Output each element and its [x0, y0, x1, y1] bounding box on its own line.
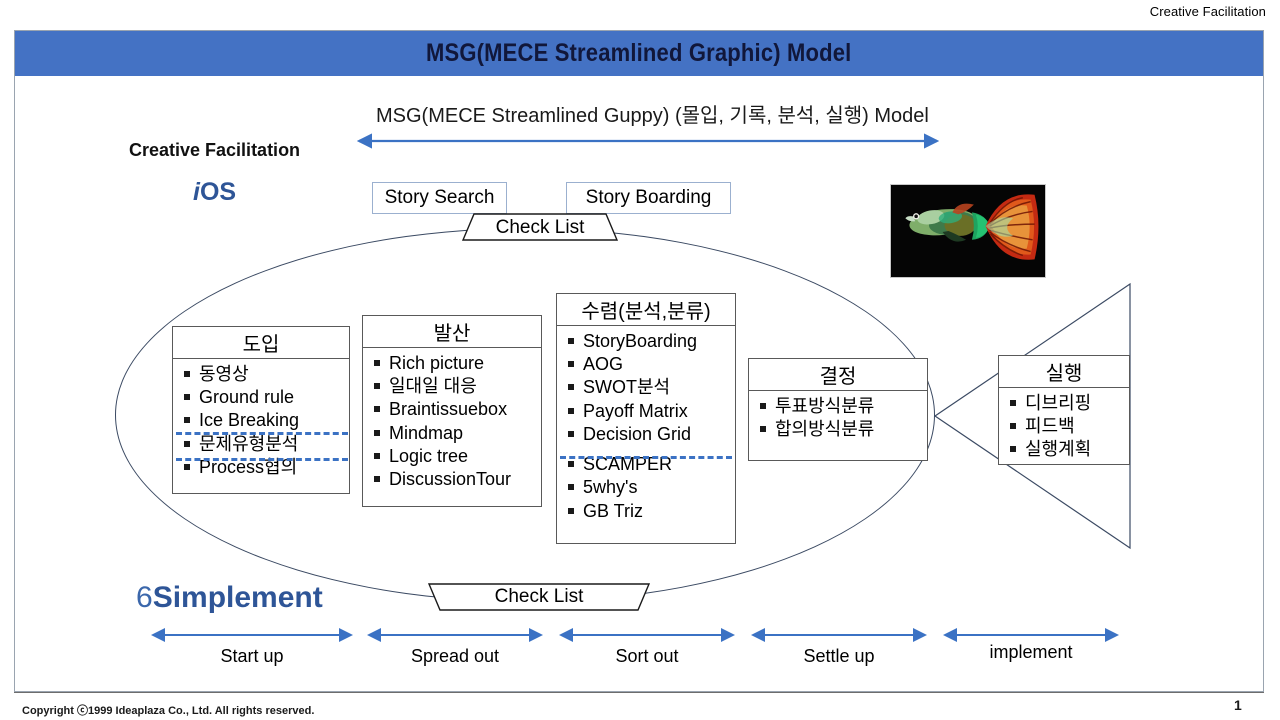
headline-text: MSG(MECE Streamlined Guppy) (몰입, 기록, 분석,…	[376, 105, 929, 127]
list-item: Process협의	[173, 456, 349, 479]
list-item: 5why's	[557, 476, 735, 499]
phase-arrow	[151, 628, 353, 642]
phase-arrow	[751, 628, 927, 642]
card-gyeoljeong-list: 투표방식분류 합의방식분류	[749, 391, 927, 446]
six-rest: Simplement	[152, 581, 323, 614]
card-balsan-title: 발산	[363, 316, 541, 348]
list-item: AOG	[557, 353, 735, 376]
phase-implement: implement	[938, 626, 1124, 670]
card-gyeoljeong[interactable]: 결정 투표방식분류 합의방식분류	[748, 358, 928, 461]
six-simplement-label: 6Simplement	[136, 581, 323, 615]
phase-settle-up: Settle up	[746, 626, 932, 670]
list-item: Payoff Matrix	[557, 400, 735, 423]
list-item: 일대일 대응	[363, 375, 541, 398]
card-silhaeng-title: 실행	[999, 356, 1129, 388]
card-balsan[interactable]: 발산 Rich picture 일대일 대응 Braintissuebox Mi…	[362, 315, 542, 507]
phase-sort-out: Sort out	[554, 626, 740, 670]
emphasis-dash-top	[176, 432, 348, 435]
card-silhaeng-list: 디브리핑 피드백 실행계획	[999, 388, 1129, 467]
list-item: SCAMPER	[557, 453, 735, 476]
list-item: Mindmap	[363, 422, 541, 445]
ios-label: iOS	[193, 178, 236, 207]
span-arrow-top	[356, 133, 940, 149]
list-item: 실행계획	[999, 438, 1129, 461]
emphasis-dash-bottom	[176, 458, 348, 461]
list-item: Logic tree	[363, 445, 541, 468]
story-boarding-box[interactable]: Story Boarding	[566, 182, 731, 214]
guppy-tail-shape	[933, 282, 1131, 550]
list-item: Rich picture	[363, 352, 541, 375]
card-silhaeng[interactable]: 실행 디브리핑 피드백 실행계획	[998, 355, 1130, 465]
guppy-photo	[890, 184, 1046, 278]
check-list-top[interactable]	[462, 213, 618, 241]
phase-label: Settle up	[803, 646, 875, 666]
ios-i-letter: i	[193, 178, 200, 206]
check-list-bottom[interactable]	[428, 583, 650, 611]
card-suryeom-list: StoryBoarding AOG SWOT분석 Payoff Matrix D…	[557, 326, 735, 528]
footer-divider	[14, 692, 1264, 693]
card-dopip[interactable]: 도입 동영상 Ground rule Ice Breaking 문제유형분석 P…	[172, 326, 350, 494]
list-item: 동영상	[173, 363, 349, 386]
phase-label: Sort out	[615, 646, 679, 666]
phase-label: Spread out	[410, 646, 500, 666]
list-item: 피드백	[999, 415, 1129, 438]
card-dopip-title: 도입	[173, 327, 349, 359]
list-item: DiscussionTour	[363, 468, 541, 491]
page-number: 1	[1234, 697, 1242, 713]
page-title: MSG(MECE Streamlined Graphic) Model	[426, 39, 852, 67]
phase-label: implement	[989, 642, 1073, 662]
story-search-box[interactable]: Story Search	[372, 182, 507, 214]
creative-facilitation-label: Creative Facilitation	[129, 140, 301, 160]
card-suryeom-title: 수렴(분석,분류)	[557, 294, 735, 326]
list-item: GB Triz	[557, 500, 735, 523]
list-item: Ice Breaking	[173, 409, 349, 432]
list-item: 디브리핑	[999, 392, 1129, 415]
list-item: Braintissuebox	[363, 398, 541, 421]
list-item: SWOT분석	[557, 376, 735, 399]
emphasis-dash-suryeom	[560, 456, 732, 459]
phase-label: Start up	[220, 646, 284, 666]
list-item: 투표방식분류	[749, 395, 927, 418]
guppy-photo-art	[891, 185, 1045, 277]
phase-arrow	[943, 628, 1119, 642]
list-item: Ground rule	[173, 386, 349, 409]
phase-start-up: Start up	[146, 626, 358, 670]
card-gyeoljeong-title: 결정	[749, 359, 927, 391]
card-suryeom[interactable]: 수렴(분석,분류) StoryBoarding AOG SWOT분석 Payof…	[556, 293, 736, 544]
list-item: 문제유형분석	[173, 433, 349, 456]
card-dopip-list: 동영상 Ground rule Ice Breaking 문제유형분석 Proc…	[173, 359, 349, 484]
check-list-top-label: Check List	[495, 217, 585, 238]
phase-arrow	[559, 628, 735, 642]
phase-spread-out: Spread out	[362, 626, 548, 670]
title-bar: MSG(MECE Streamlined Graphic) Model	[15, 31, 1263, 76]
list-item: 합의방식분류	[749, 418, 927, 441]
phase-arrow	[367, 628, 543, 642]
six-digit: 6	[136, 581, 153, 614]
list-item: Decision Grid	[557, 423, 735, 446]
list-item: StoryBoarding	[557, 330, 735, 353]
check-list-bottom-label: Check List	[494, 586, 584, 607]
copyright-text: Copyright ⓒ1999 Ideaplaza Co., Ltd. All …	[22, 705, 315, 717]
list-spacer	[557, 446, 735, 453]
brand-top-right: Creative Facilitation	[1149, 4, 1266, 19]
ios-os-letters: OS	[199, 178, 237, 206]
card-balsan-list: Rich picture 일대일 대응 Braintissuebox Mindm…	[363, 348, 541, 496]
